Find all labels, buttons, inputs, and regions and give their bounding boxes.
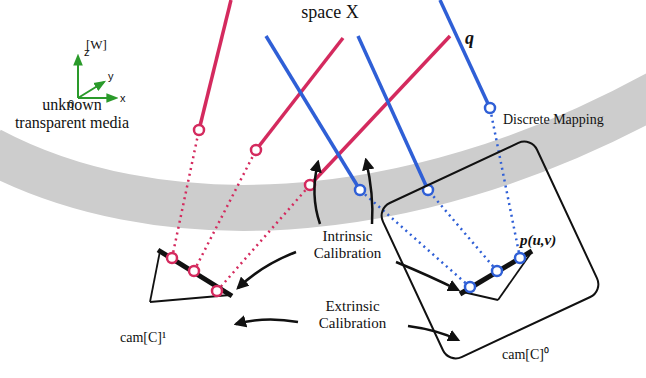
camera-frame: p(u,v) [370, 130, 610, 370]
camera-1 [150, 250, 232, 302]
red-points [167, 125, 315, 296]
blue-points [355, 103, 525, 292]
calibration-label: Extrinsic Calibration [295, 298, 410, 333]
camera-label: cam[C]¹ [120, 330, 190, 346]
red-dotted-rays [172, 130, 310, 291]
camera-label: cam[C]⁰ [502, 347, 572, 363]
media-label: unknown transparent media [8, 96, 136, 133]
camera-0 [460, 251, 532, 300]
camera-frame-outline [370, 130, 610, 370]
blue-rays [266, 0, 490, 190]
rounded-frame [377, 137, 603, 363]
axis-label: x [120, 92, 132, 105]
blue-dotted-rays [360, 108, 520, 287]
frame-name: [W] [86, 38, 120, 53]
axis-label: z [84, 46, 96, 59]
axis-label: y [108, 70, 120, 83]
calibration-label: Intrinsic Calibration [295, 228, 400, 263]
ray-name: q [465, 28, 481, 49]
mapping-label: Discrete Mapping [503, 112, 623, 128]
space-title: space X [280, 2, 380, 23]
media-band [0, 92, 646, 208]
pixel-label: p(u,v) [520, 232, 556, 249]
